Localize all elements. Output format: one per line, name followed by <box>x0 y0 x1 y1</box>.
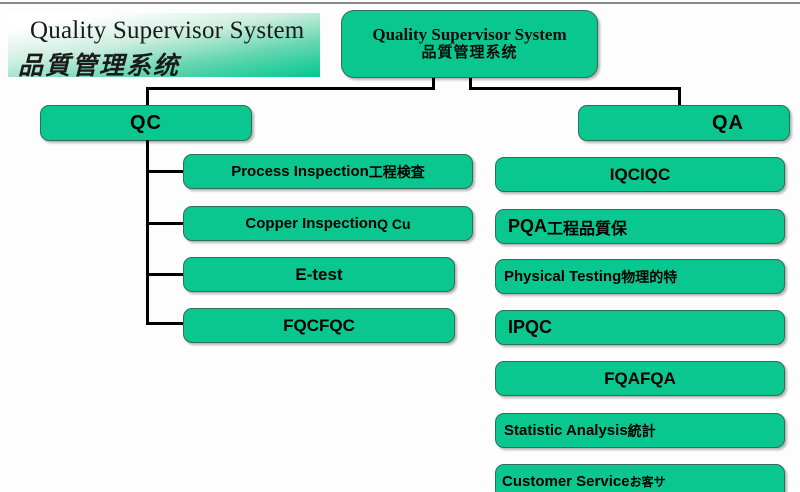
root-node-label-english: Quality Supervisor System <box>372 24 567 44</box>
node-iqc-label-english: IQC <box>609 164 640 184</box>
node-ipqc-label-english: IPQC <box>508 317 553 337</box>
node-copper-inspection[interactable]: Copper Inspection Q Cu <box>183 206 473 241</box>
node-e-test-label-english: E-test <box>295 264 343 284</box>
node-physical-testing[interactable]: Physical Testing 物理的特 <box>495 259 785 294</box>
node-fqc-label-english: FQC <box>283 315 319 335</box>
node-copper-inspection-label-english: Copper Inspection <box>245 215 378 232</box>
top-rule-divider <box>0 2 800 4</box>
node-iqc-label-native: IQC <box>640 164 671 184</box>
connector-qc-rung-2 <box>146 222 185 225</box>
banner-title-chinese: 品質管理系统 <box>18 53 181 80</box>
connector-qc-trunk <box>146 140 149 325</box>
node-customer-service-label-native: お客サ <box>629 475 666 489</box>
connector-qc-rung-4 <box>146 322 185 325</box>
connector-root-right-drop <box>469 78 472 90</box>
node-fqa[interactable]: FQA FQA <box>495 361 785 396</box>
node-physical-testing-label-english: Physical Testing <box>504 268 622 285</box>
node-fqc-label-native: FQC <box>319 315 355 335</box>
banner-title-english: Quality Supervisor System <box>30 17 305 44</box>
node-statistic-analysis-label-native: 統計 <box>627 422 656 439</box>
root-node-quality-supervisor-system[interactable]: Quality Supervisor System 品質管理系统 <box>341 10 598 78</box>
node-pqa-label-native: 工程品質保 <box>547 220 628 238</box>
connector-qa-head-drop <box>678 87 681 107</box>
node-fqc[interactable]: FQC FQC <box>183 308 455 343</box>
node-process-inspection[interactable]: Process Inspection 工程検査 <box>183 154 473 189</box>
branch-head-qa-label: QA <box>712 111 744 134</box>
node-customer-service[interactable]: Customer Service お客サ <box>495 464 785 492</box>
slide-title-banner: Quality Supervisor System 品質管理系统 <box>8 13 320 80</box>
node-fqa-label-english: FQA <box>604 368 640 388</box>
connector-qc-rung-3 <box>146 273 185 276</box>
node-process-inspection-label-native: 工程検査 <box>368 163 425 180</box>
connector-root-to-qa-horizontal <box>469 87 681 90</box>
node-pqa[interactable]: PQA 工程品質保 <box>495 209 785 244</box>
node-pqa-label-english: PQA <box>508 216 548 236</box>
connector-root-to-qc-horizontal <box>146 87 435 90</box>
node-fqa-label-native: FQA <box>640 368 676 388</box>
node-process-inspection-label-english: Process Inspection <box>231 163 369 180</box>
node-e-test[interactable]: E-test <box>183 257 455 292</box>
node-ipqc[interactable]: IPQC <box>495 310 785 345</box>
connector-qc-rung-1 <box>146 170 185 173</box>
node-copper-inspection-label-native: Q Cu <box>377 215 411 232</box>
connector-qc-head-drop <box>146 87 149 107</box>
branch-head-qc[interactable]: QC <box>40 105 252 141</box>
node-physical-testing-label-native: 物理的特 <box>621 268 678 285</box>
branch-head-qa[interactable]: QA <box>578 105 790 141</box>
node-statistic-analysis-label-english: Statistic Analysis <box>504 422 628 439</box>
branch-head-qc-label: QC <box>130 111 162 134</box>
connector-root-left-drop <box>432 78 435 90</box>
node-customer-service-label-english: Customer Service <box>502 473 630 490</box>
node-iqc[interactable]: IQC IQC <box>495 157 785 192</box>
root-node-label-chinese: 品質管理系统 <box>421 44 518 62</box>
node-statistic-analysis[interactable]: Statistic Analysis 統計 <box>495 413 785 448</box>
